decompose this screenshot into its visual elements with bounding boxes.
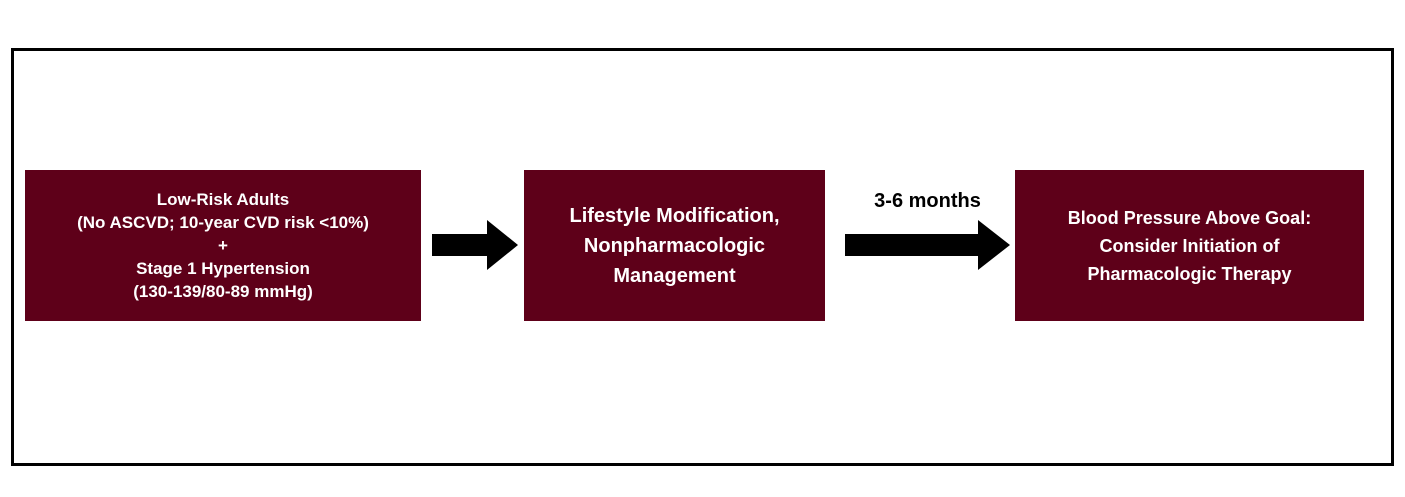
box-text-line: Consider Initiation of <box>1099 235 1280 256</box>
box-text-line: Lifestyle Modification, <box>569 204 780 227</box>
box-text-line: Blood Pressure Above Goal: <box>1067 207 1312 228</box>
box-text-line: (130-139/80-89 mmHg) <box>133 282 313 301</box>
box-text-line: Low-Risk Adults <box>156 190 290 209</box>
right-arrow-icon <box>432 220 518 270</box>
low-risk-adults-box: Low-Risk Adults (No ASCVD; 10-year CVD r… <box>25 170 421 321</box>
interval-label: 3-6 months <box>874 190 981 212</box>
box-text-line: Pharmacologic Therapy <box>1087 263 1292 284</box>
box-text-line: Nonpharmacologic <box>583 234 766 257</box>
box-text-line: Stage 1 Hypertension <box>136 259 310 278</box>
box-text-line: Management <box>613 264 736 287</box>
pharmacologic-therapy-box: Blood Pressure Above Goal: Consider Init… <box>1015 170 1364 321</box>
right-arrow-icon <box>845 220 1010 270</box>
lifestyle-modification-box: Lifestyle Modification, Nonpharmacologic… <box>524 170 825 321</box>
box-text-line: (No ASCVD; 10-year CVD risk <10%) <box>77 213 369 232</box>
box-text-line: + <box>218 236 228 255</box>
